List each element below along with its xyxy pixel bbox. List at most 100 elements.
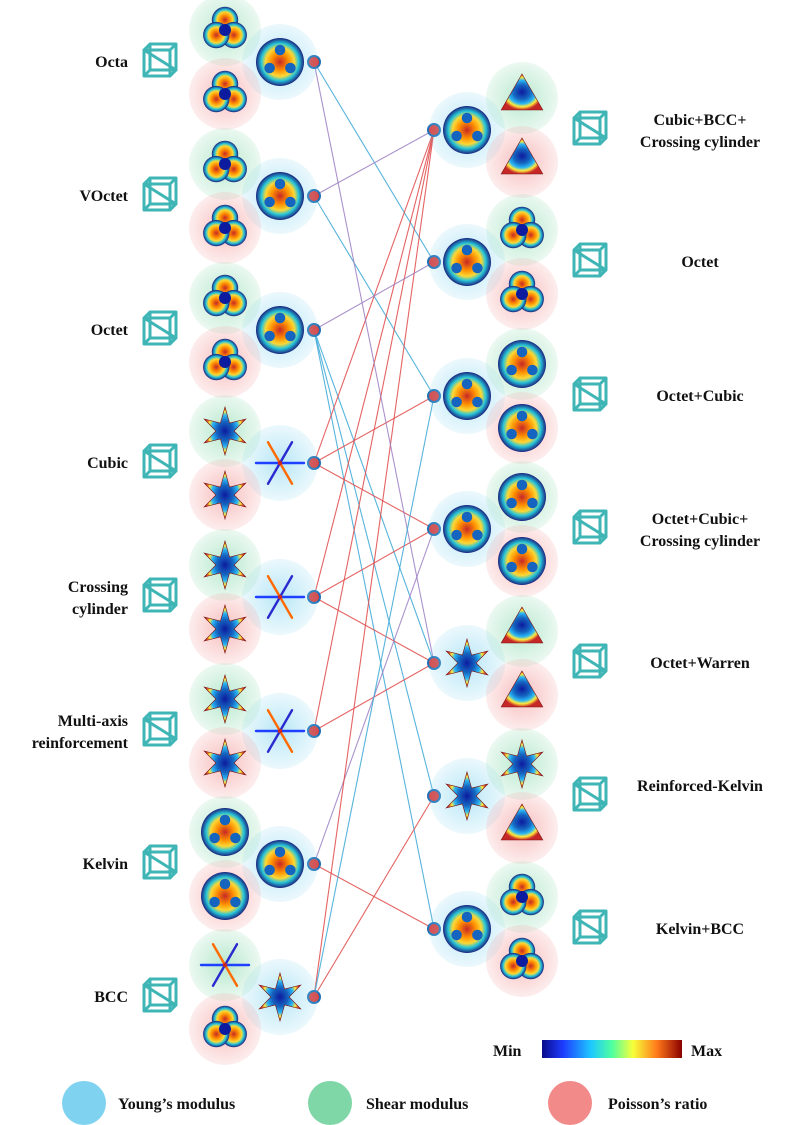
right-lattice-4: Octet+Warren [429, 595, 750, 731]
left-lattice-label: Octa [95, 54, 128, 71]
left-3-shear-surface [203, 405, 247, 457]
right-5-young-surface [445, 770, 489, 822]
connection-line [313, 129, 435, 998]
left-1-young-surface [256, 172, 304, 220]
right-lattice-label: Kelvin+BCC [656, 921, 744, 938]
right-lattice-label: Octet+Cubic [656, 388, 743, 405]
left-lattice-7: BCC [94, 929, 318, 1065]
left-lattice-icon [142, 844, 178, 880]
left-lattice-icon [142, 310, 178, 346]
left-lattice-label: BCC [94, 989, 128, 1006]
right-lattice-3: Octet+Cubic+Crossing cylinder [429, 461, 760, 597]
left-lattice-1: VOctet [79, 128, 318, 264]
left-lattice-icon [142, 711, 178, 747]
left-5-poisson-surface [203, 737, 247, 789]
left-lattice-icon [142, 176, 178, 212]
right-1-shear-surface [500, 206, 544, 249]
right-lattice-2: Octet+Cubic [429, 328, 744, 464]
left-6-modulus-cluster [189, 796, 318, 932]
left-5-young-surface [254, 709, 306, 753]
right-5-shear-surface [500, 738, 544, 790]
right-6-shear-surface [500, 873, 544, 916]
right-6-young-surface [443, 905, 491, 953]
left-lattice-icon [142, 577, 178, 613]
right-0-poisson-surface [500, 137, 544, 175]
colorbar: Min Max [493, 1040, 722, 1060]
colorbar-gradient [542, 1040, 682, 1058]
right-lattice-label: Octet [681, 254, 719, 271]
left-lattice-label: VOctet [79, 188, 128, 205]
right-lattice-icon [572, 909, 608, 945]
connection-line [313, 61, 435, 263]
left-7-young-surface [258, 971, 302, 1023]
right-5-modulus-cluster [429, 728, 558, 864]
left-2-shear-surface [203, 274, 247, 317]
right-lattice-icon [572, 242, 608, 278]
left-6-shear-surface [201, 808, 249, 856]
left-0-young-surface [256, 38, 304, 86]
right-0-modulus-cluster [429, 62, 558, 198]
right-4-modulus-cluster [429, 595, 558, 731]
right-lattice-6: Kelvin+BCC [429, 861, 744, 997]
legend-label-shear: Shear modulus [366, 1096, 468, 1113]
left-4-young-surface [254, 575, 306, 619]
left-7-modulus-cluster [189, 929, 318, 1065]
right-lattice-icon [572, 643, 608, 679]
left-2-poisson-surface [203, 338, 247, 381]
connection-line [313, 596, 435, 664]
left-1-poisson-surface [203, 204, 247, 247]
left-lattice-label: Octet [91, 322, 129, 339]
left-5-modulus-cluster [189, 663, 318, 799]
connection-lines [307, 55, 441, 1004]
left-4-poisson-surface [203, 603, 247, 655]
legend: Young’s modulus Shear modulus Poisson’s … [62, 1081, 707, 1125]
left-0-poisson-surface [203, 70, 247, 113]
left-lattice-2: Octet [91, 262, 318, 398]
left-0-modulus-cluster [189, 0, 318, 130]
left-5-shear-surface [203, 673, 247, 725]
right-1-poisson-surface [500, 270, 544, 313]
right-2-poisson-surface [498, 404, 546, 452]
left-6-poisson-surface [201, 872, 249, 920]
connection-line [313, 261, 435, 331]
left-lattice-0: Octa [95, 0, 318, 130]
connection-line [313, 395, 435, 998]
right-0-shear-surface [500, 73, 544, 111]
right-lattice-icon [572, 509, 608, 545]
right-lattice-label: Octet+Cubic+Crossing cylinder [640, 511, 760, 550]
legend-swatch-young [62, 1081, 106, 1125]
legend-label-poisson: Poisson’s ratio [608, 1096, 707, 1113]
left-lattice-6: Kelvin [83, 796, 318, 932]
right-lattice-icon [572, 776, 608, 812]
right-0-young-surface [443, 106, 491, 154]
right-lattice-icon [572, 110, 608, 146]
connection-line [313, 129, 435, 197]
connection-line [313, 795, 435, 998]
right-1-modulus-cluster [429, 194, 558, 330]
left-7-poisson-surface [203, 1005, 247, 1048]
left-lattice-icon [142, 42, 178, 78]
left-lattice-label: Kelvin [83, 856, 128, 873]
right-lattice-icon [572, 376, 608, 412]
left-2-young-surface [256, 306, 304, 354]
right-3-young-surface [443, 505, 491, 553]
connection-line [313, 61, 435, 664]
left-6-young-surface [256, 840, 304, 888]
right-1-young-surface [443, 238, 491, 286]
right-lattice-column: Cubic+BCC+Crossing cylinderOctetOctet+Cu… [429, 62, 763, 997]
left-4-modulus-cluster [189, 529, 318, 665]
right-4-shear-surface [500, 606, 544, 644]
right-lattice-5: Reinforced-Kelvin [429, 728, 763, 864]
left-3-young-surface [254, 441, 306, 485]
left-lattice-3: Cubic [87, 395, 318, 531]
left-3-poisson-surface [203, 469, 247, 521]
colorbar-max-label: Max [691, 1043, 722, 1060]
legend-swatch-poisson [548, 1081, 592, 1125]
right-5-poisson-surface [500, 803, 544, 841]
left-4-shear-surface [203, 539, 247, 591]
